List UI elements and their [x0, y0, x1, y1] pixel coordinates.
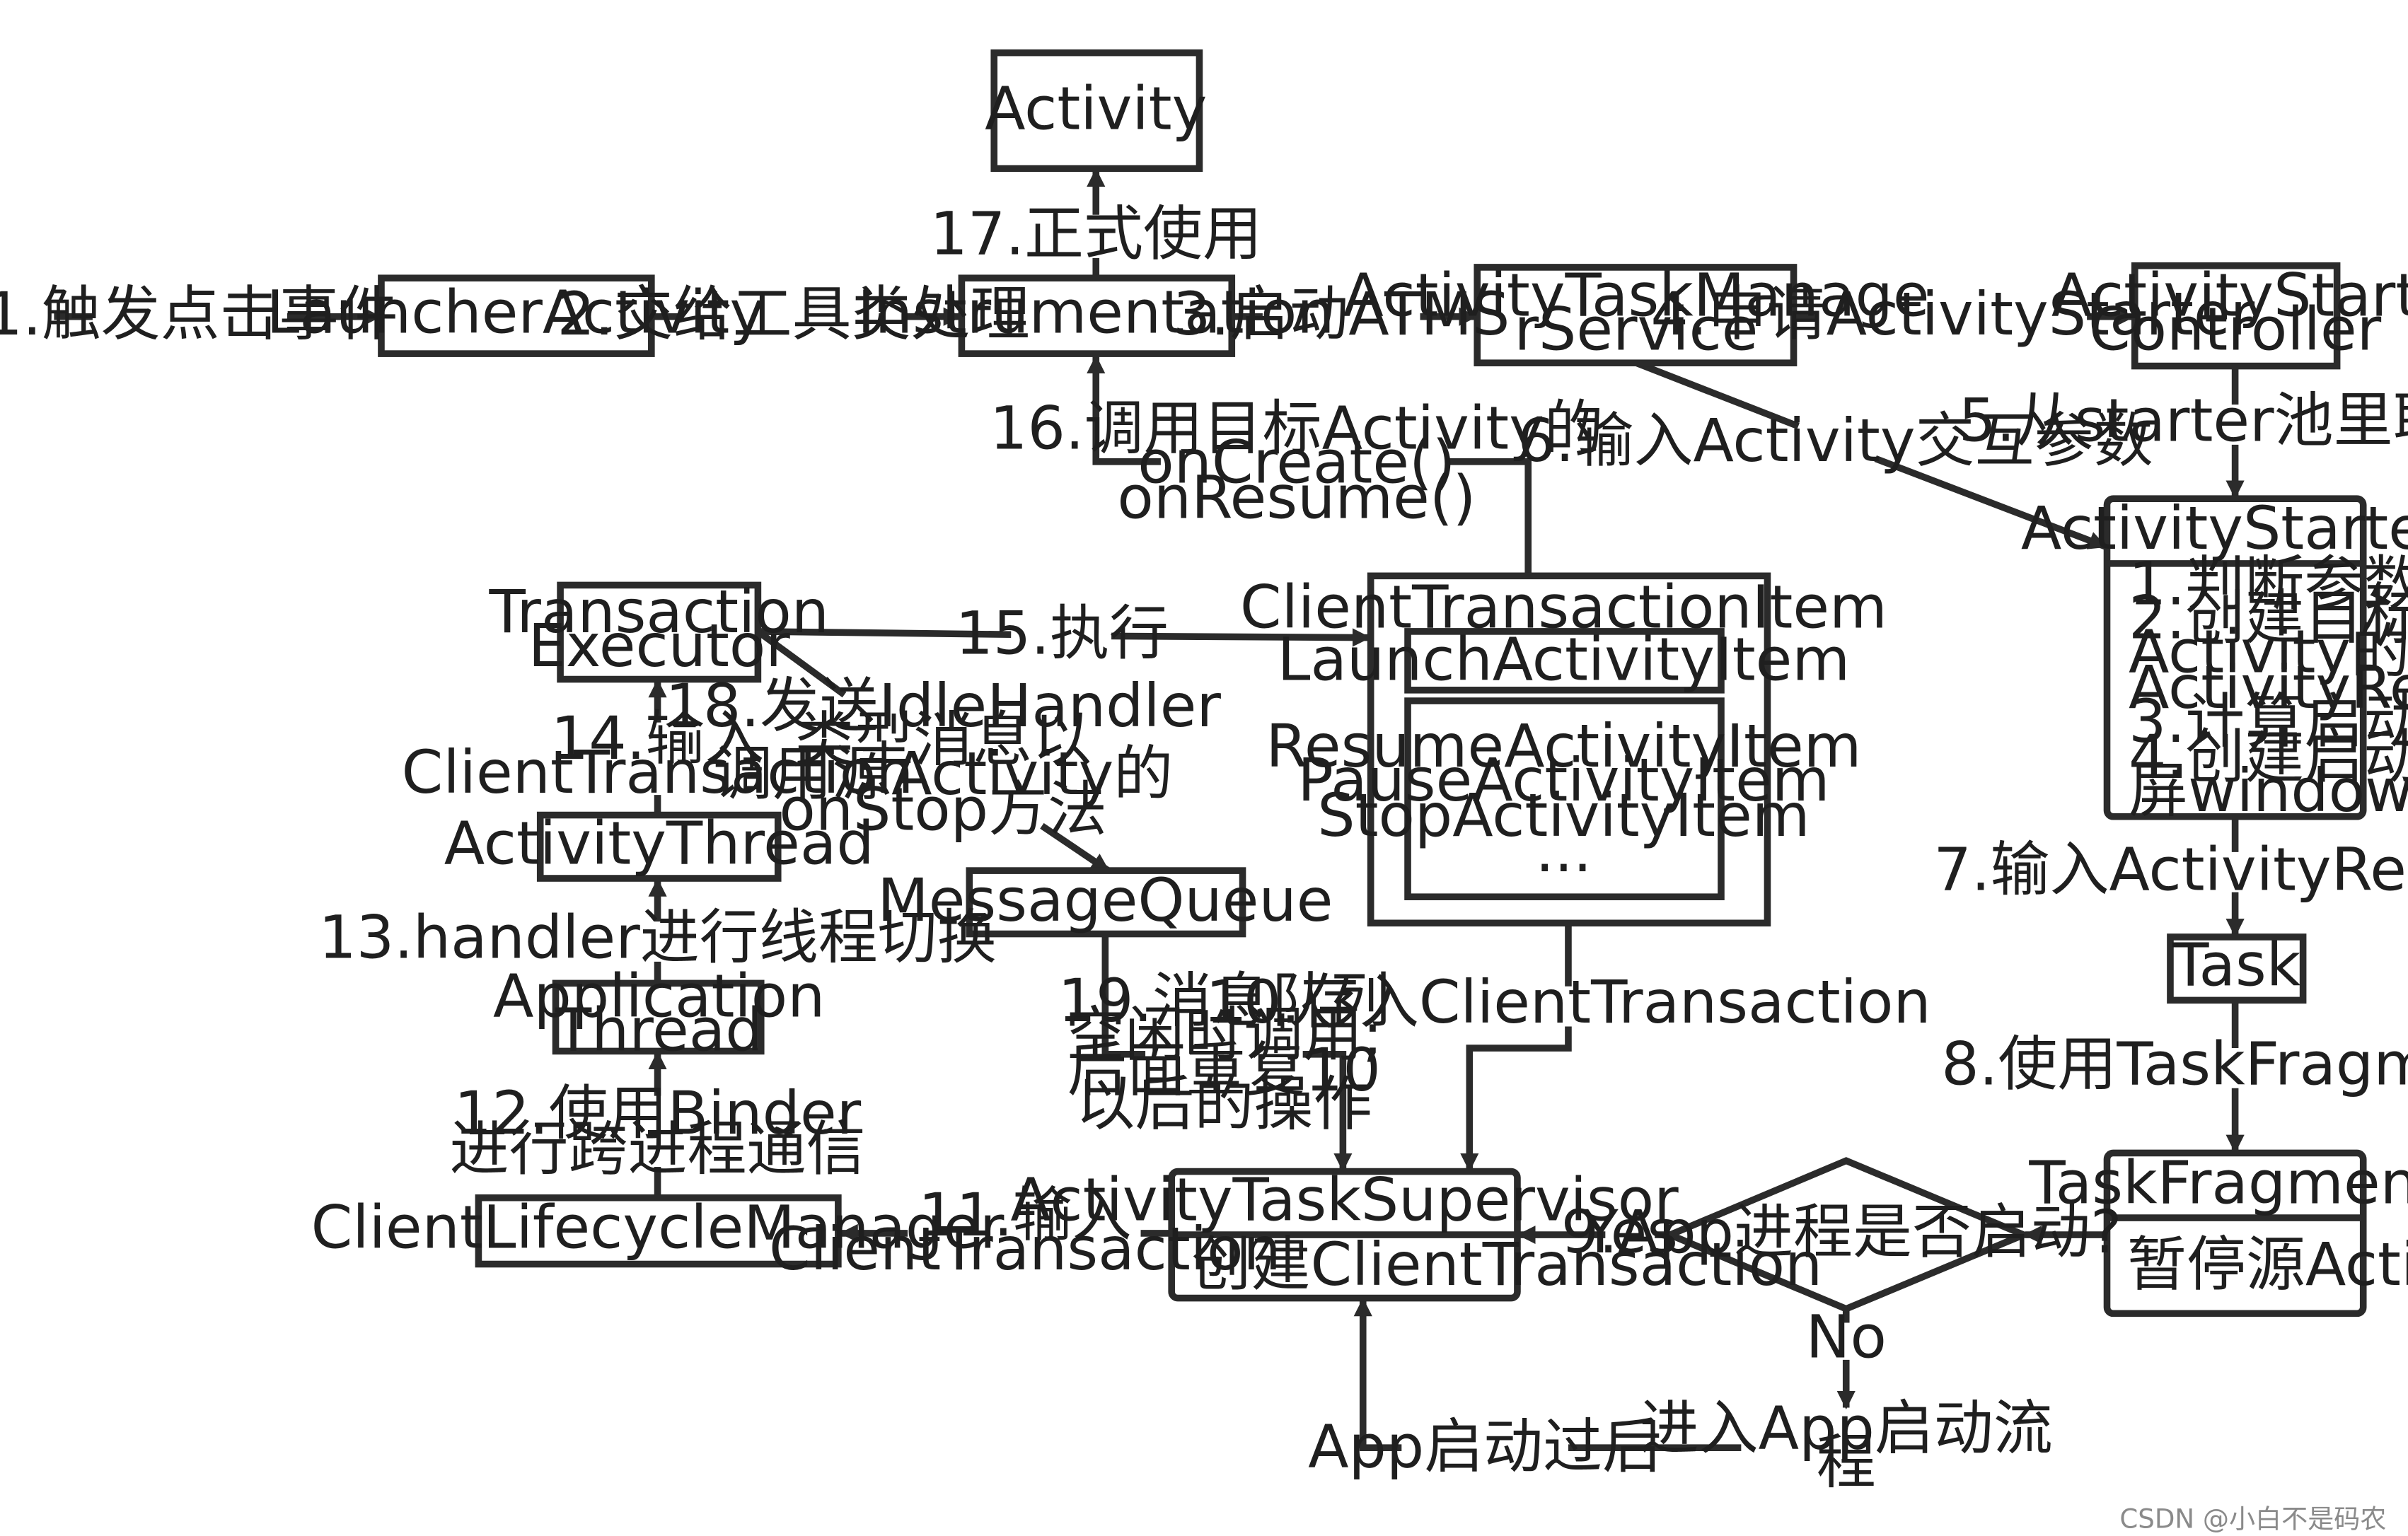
edge-18-line [756, 629, 847, 698]
node-activity-starter-item: 1.判断参数 [2129, 549, 2408, 619]
edge-after-start-arrow [1353, 1298, 1402, 1451]
edge-label-18-line1: 18.发送IdleHandler [666, 671, 1222, 740]
node-supervisor-title: ActivityTaskSupervisor [1010, 1165, 1679, 1234]
node-atms-label-line2: rService [1514, 295, 1758, 364]
node-atms: ActivityTaskManage rService [1343, 261, 1930, 367]
edge-16-arrow [1087, 354, 1161, 465]
edge-label-18-line2: 类型消息以 [794, 705, 1092, 774]
edge-label-yes: Yes [1581, 1197, 1678, 1267]
node-activity-starter-item: 屏window [2129, 756, 2408, 825]
edge-15-line [758, 628, 1012, 639]
node-lifecycle-item: ... [1535, 816, 1592, 885]
edge-label-3: 3.启动ATMS [1173, 279, 1510, 349]
edge-18-arrow [1040, 822, 1111, 874]
edge-label-6: 6.输入Activity交互参数 [1517, 406, 2153, 475]
edge-19-line [1101, 935, 1146, 1058]
edge-16-line [1447, 458, 1532, 575]
edge-label-18-line3: 调用源Activity的 [713, 739, 1173, 808]
node-task-label: Task [2172, 931, 2301, 1000]
node-decision-app-started: 9.App进程是否启动? [1561, 1157, 2122, 1313]
node-activity-start-controller: ActivityStart Controller [2051, 261, 2408, 370]
edge-label-18-line4: onStop方法 [779, 774, 1107, 844]
node-application-thread: Application Thread [493, 961, 825, 1064]
node-task: Task [2167, 931, 2307, 1004]
edge-label-19-line1: 19.消息队列 [1058, 966, 1391, 1035]
node-activity-start-controller-line2: Controller [2089, 295, 2382, 364]
node-activity-starter-item: 2.创建目标 [2129, 583, 2408, 653]
node-activity-thread: ActivityThread [444, 808, 874, 882]
edge-label-16-line2: onCreate() [1138, 427, 1455, 496]
node-decision-label: 9.App进程是否启动? [1561, 1197, 2122, 1267]
node-instrumentation: Instrumentation [857, 274, 1335, 357]
node-activity-starter: ActivityStarter 1.判断参数 2.创建目标 Activity的 … [2021, 494, 2408, 825]
node-app-start-flow: 进入App启动流 程 [1640, 1393, 2053, 1496]
node-activity-label: Activity [985, 74, 1207, 144]
edge-15-arrow [1111, 628, 1372, 647]
edge-label-11-line1: 11.输入 [918, 1180, 1132, 1250]
node-transaction-executor: Transaction Executor [488, 577, 829, 683]
edge-label-19-line4: 以后的操作 [1075, 1069, 1372, 1139]
node-task-fragment-body: 暂停源Activity [2127, 1230, 2408, 1299]
edge-label-14-line2: ClientTransaction [402, 738, 914, 807]
node-launch-activity-item: LaunchActivityItem [1278, 625, 1851, 694]
edge-label-1: 1.触发点击事件 [0, 279, 398, 349]
node-activity-start-controller-line1: ActivityStart [2051, 261, 2408, 330]
node-launcher-activity: LauncherActivity [267, 274, 765, 357]
edge-6-arrow [1874, 455, 2107, 550]
node-client-lifecycle-manager-label: ClientLifecycleManager [311, 1193, 1005, 1262]
edge-label-10: 10.存入ClientTransaction [1205, 967, 1931, 1037]
node-atms-label-line1: ActivityTaskManage [1343, 261, 1929, 330]
edge-label-19-line2: 空闲时调用; [1065, 1000, 1382, 1069]
edge-label-after-start: App启动过后 [1308, 1412, 1662, 1481]
edge-label-16-line1: 16.调用目标Activity的 [990, 393, 1604, 462]
node-lifecycle-item: PauseActivityItem [1297, 745, 1829, 815]
node-transaction-executor-line1: Transaction [488, 577, 829, 646]
edge-label-14-line1: 14.输入 [551, 704, 765, 773]
node-instrumentation-label: Instrumentation [857, 278, 1335, 347]
node-activity-task-supervisor: ActivityTaskSupervisor 创建ClientTransacti… [1010, 1165, 1823, 1302]
node-activity-starter-item: 4.创建启动黑白 [2129, 722, 2408, 791]
node-activity: Activity [985, 49, 1207, 173]
edge-label-11-line2: ClientTransaction [769, 1214, 1281, 1284]
node-client-transaction-item: ClientTransactionItem LaunchActivityItem… [1240, 572, 1887, 927]
edge-label-12-line1: 12.使用Binder [454, 1078, 862, 1148]
node-app-start-flow-line2: 程 [1817, 1427, 1876, 1496]
node-activity-starter-item: Activity的 [2129, 617, 2408, 687]
edge-label-13: 13.handler进行线程切换 [318, 902, 996, 972]
edge-label-5: 5.从starter池里取出 [1959, 385, 2408, 455]
edge-19-arrow [1302, 1050, 1353, 1173]
node-activity-starter-item: ActivityRecord [2129, 653, 2408, 722]
node-message-queue: MessageQueue [877, 866, 1333, 938]
node-message-queue-label: MessageQueue [877, 866, 1333, 935]
node-supervisor-body: 创建ClientTransaction [1192, 1230, 1823, 1299]
node-transaction-executor-line2: Executor [528, 611, 791, 680]
node-activity-starter-item: 3.计算启动模式 [2129, 687, 2408, 756]
edge-label-7: 7.输入ActivityRecord [1933, 834, 2408, 904]
edge-label-15: 15.执行 [955, 599, 1169, 668]
node-application-thread-line1: Application [493, 961, 825, 1030]
node-client-lifecycle-manager: ClientLifecycleManager [311, 1193, 1005, 1268]
edge-label-19-line3: 后面重复10 [1067, 1035, 1381, 1105]
node-activity-thread-label: ActivityThread [444, 808, 874, 878]
edge-10-arrow [1460, 1026, 1572, 1173]
edge-label-no: No [1806, 1303, 1887, 1372]
node-lifecycle-item: StopActivityItem [1317, 781, 1810, 850]
node-launcher-activity-label: LauncherActivity [267, 278, 765, 347]
edge-label-12-line2: 进行跨进程通信 [450, 1114, 866, 1183]
watermark: CSDN @小白不是码农 [2119, 1504, 2386, 1535]
node-activity-starter-title: ActivityStarter [2021, 494, 2408, 563]
node-task-fragment-title: TaskFragment [2028, 1148, 2408, 1217]
node-lifecycle-item: ResumeActivityItem [1266, 711, 1861, 781]
edge-label-8: 8.使用TaskFragment [1941, 1029, 2408, 1098]
node-app-start-flow-line1: 进入App启动流 [1640, 1393, 2053, 1462]
node-application-thread-line2: Thread [555, 995, 763, 1064]
edge-label-17: 17.正式使用 [930, 199, 1262, 268]
edge-label-2: 2.交给工具类处理 [557, 279, 1029, 349]
edge-label-16-line3: onResume() [1117, 463, 1476, 533]
edge-6-line [1635, 359, 1800, 430]
edge-label-4: 4.申请ActivityStarter [1650, 279, 2254, 349]
node-task-fragment: TaskFragment 暂停源Activity [2028, 1148, 2408, 1317]
